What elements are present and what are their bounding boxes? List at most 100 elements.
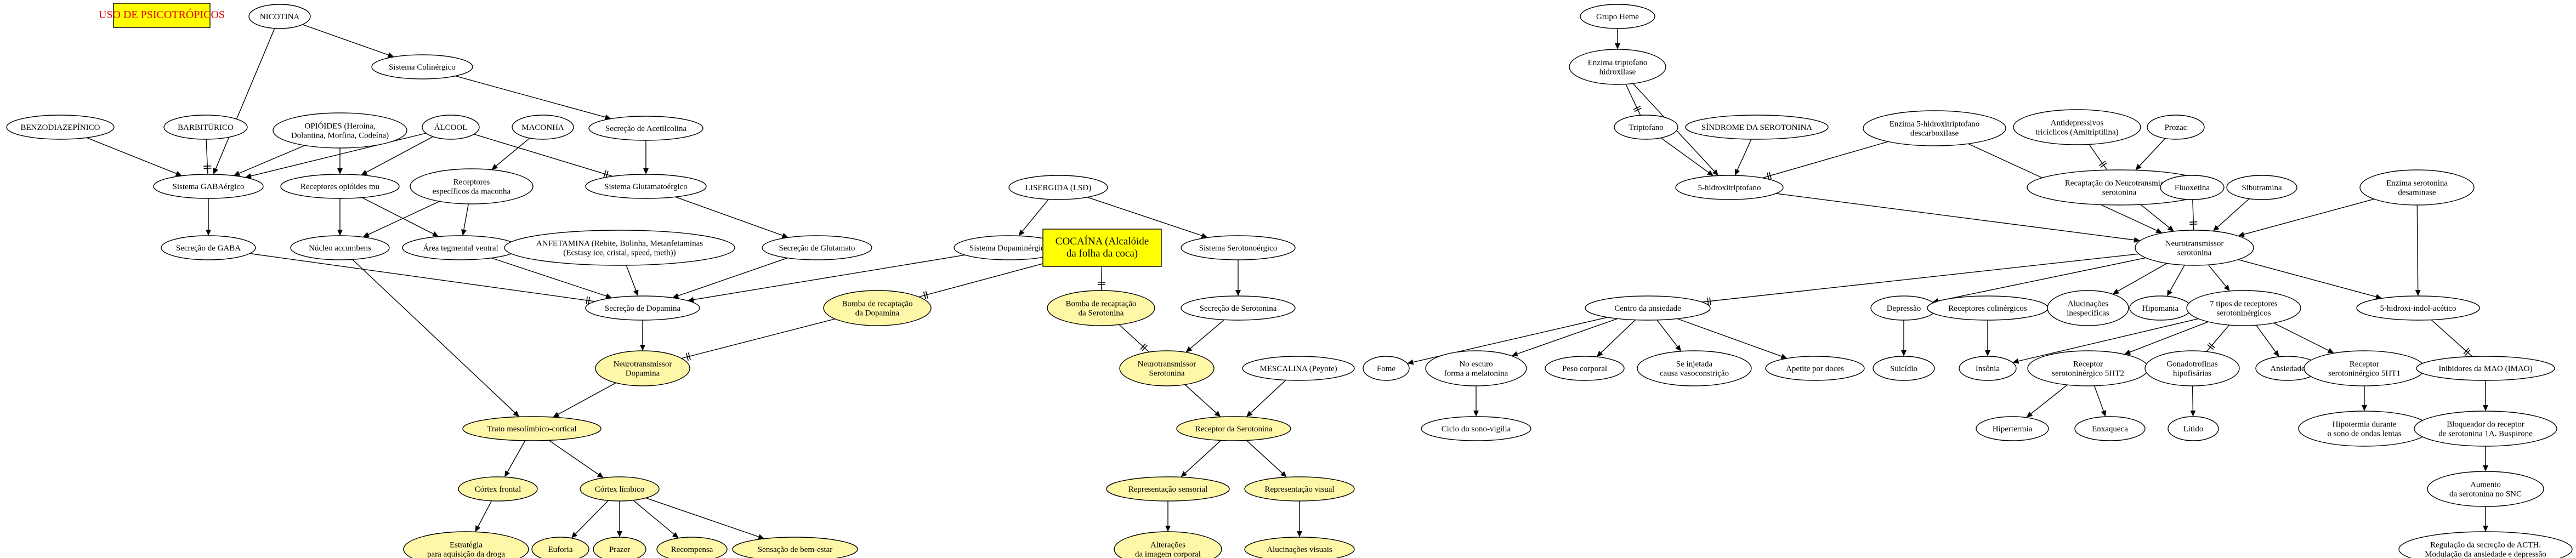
node-secrecao-gaba: Secreção de GABA	[161, 235, 256, 260]
node-suicidio: Suicídio	[1873, 356, 1935, 381]
node-label: MACONHA	[521, 123, 564, 132]
edge-nucleo-accumbens-to-trato-meso	[352, 259, 520, 417]
node-label: Sistema Dopaminérgico	[969, 244, 1048, 253]
node-alucinacoes-visuais: Alucinações visuais	[1244, 537, 1355, 558]
node-recompensa: Recompensa	[656, 537, 728, 558]
node-label: Sistema Serotonoérgico	[1199, 244, 1278, 253]
node-label: Secreção de Acetilcolina	[605, 124, 687, 133]
node-label: Inibidores da MAO (IMAO)	[2438, 365, 2532, 373]
node-label: da serotonina no SNC	[2449, 490, 2522, 499]
node-label: Hipomania	[2142, 304, 2179, 313]
node-label: Aumento	[2470, 481, 2501, 489]
edge-receptores-opioides-to-nucleo-accumbens	[337, 198, 343, 236]
edge-secrecao-acetilcolina-to-sis-glutamatoergico	[643, 140, 649, 174]
edge-trato-meso-to-cortex-frontal	[504, 440, 526, 477]
edge-sindrome-to-hidroxitriptofano	[1734, 139, 1752, 176]
node-label: Secreção de Dopamina	[605, 304, 681, 313]
edge-neuro-serotonina-to-hidroxi-indol	[2238, 259, 2382, 300]
edge-nicotina-to-sis-gabaergico	[213, 28, 275, 175]
edge-sete-tipos-to-ansiedade	[2256, 324, 2279, 357]
node-label: Sistema Colinérgico	[389, 63, 456, 72]
node-label: hipofisárias	[2173, 369, 2211, 378]
node-label: Recompensa	[671, 545, 713, 554]
node-hipertermia: Hipertermia	[1976, 416, 2049, 441]
edge-receptor-serotonina-to-rep-visual	[1246, 440, 1287, 477]
node-label: Receptor da Serotonina	[1195, 425, 1273, 434]
edge-secrecao-dopamina-to-neuro-dopamina	[640, 320, 645, 351]
node-euforia: Euforia	[531, 537, 589, 558]
edge-rep-visual-to-alucinacoes-visuais	[1297, 501, 1302, 537]
edge-cortex-limbico-to-prazer	[617, 501, 622, 537]
node-litido: Litido	[2168, 416, 2219, 441]
node-label: Litido	[2183, 425, 2204, 434]
node-label: Hipotermia durante	[2332, 420, 2396, 429]
nodes-layer: USO DE PSICOTRÓPICOS NICOTINA Sistema Coli…	[6, 3, 2573, 558]
node-inibidores-mao: Inibidores da MAO (IMAO)	[2416, 356, 2555, 381]
node-area-tegmental: Área tegmental ventral	[402, 235, 519, 260]
node-sis-serotonergico: Sistema Serotonoérgico	[1181, 235, 1296, 260]
node-label: Grupo Heme	[1596, 13, 1639, 21]
node-label: ÁLCOOL	[434, 123, 468, 132]
node-enxaqueca: Enxaqueca	[2074, 416, 2146, 441]
node-barbiturico: BARBITÚRICO	[163, 115, 248, 140]
edge-enzima-desaminase-to-neuro-serotonina	[2238, 198, 2375, 237]
edge-cortex-limbico-to-euforia	[571, 500, 609, 538]
edge-secrecao-serotonina-to-neuro-serotonina-y	[1185, 319, 1225, 352]
edge-sibutramina-to-neuro-serotonina	[2212, 198, 2250, 231]
node-label: Suicídio	[1890, 365, 1917, 373]
node-fome: Fome	[1363, 356, 1410, 381]
node-label: serotoninérgico 5HT1	[2328, 369, 2401, 378]
edge-aumento-to-regulacao	[2483, 506, 2488, 532]
edge-cocaina-to-bomba-dopamina	[918, 263, 1043, 299]
edge-bomba-serotonina-to-neuro-serotonina-y	[1119, 324, 1150, 352]
edge-trato-meso-to-cortex-limbico	[548, 440, 604, 478]
edge-sis-glutamatoergico-to-secrecao-glutamato	[675, 196, 788, 238]
edge-rep-sensorial-to-alteracoes	[1165, 501, 1171, 532]
node-label: Secreção de Serotonina	[1200, 304, 1277, 313]
node-label: tricíclicos (Amitriptilina)	[2035, 128, 2118, 137]
node-label: Neurotransmissor	[2165, 240, 2224, 248]
node-depressao: Depressão	[1870, 295, 1937, 321]
edge-cocaina-to-bomba-serotonina	[1097, 266, 1105, 291]
node-sis-gabaergico: Sistema GABAérgico	[153, 174, 264, 199]
edge-escuro-to-ciclo-sono	[1473, 386, 1479, 417]
node-label: Alucinações	[2068, 300, 2108, 309]
node-label: descarboxilase	[1910, 129, 1959, 138]
node-sis-glutamatoergico: Sistema Glutamatoérgico	[585, 174, 707, 199]
node-label: inespecíficas	[2067, 309, 2109, 318]
node-label: hidroxilase	[1599, 68, 1636, 77]
edge-sete-tipos-to-receptor-5ht1	[2273, 322, 2334, 354]
node-label: NICOTINA	[260, 13, 300, 21]
edge-anfetamina-to-secrecao-dopamina	[626, 265, 639, 297]
node-label: OPIÓIDES (Heroína,	[304, 122, 375, 131]
node-label: USO DE PSICOTRÓPICOS	[99, 8, 225, 21]
node-label: Ansiedade	[2270, 365, 2305, 373]
node-label: Receptores opióides mu	[300, 183, 380, 191]
node-label: Secreção de GABA	[176, 244, 241, 253]
node-secrecao-serotonina: Secreção de Serotonina	[1181, 295, 1296, 321]
node-sis-colinergico: Sistema Colinérgico	[371, 54, 473, 79]
edge-neuro-serotonina-to-alucinacoes-inesp	[2112, 263, 2168, 294]
node-label: Peso corporal	[1562, 365, 1607, 373]
edges-layer	[86, 24, 2488, 539]
node-label: Enzima triptofano	[1588, 59, 1648, 67]
edge-neuro-serotonina-to-sete-tipos	[2208, 264, 2230, 291]
node-sis-dopaminergico: Sistema Dopaminérgico	[954, 235, 1064, 260]
node-label: Neurotransmissor	[614, 360, 672, 369]
node-label: Enzima serotonina	[2386, 179, 2448, 188]
node-triptofano: Triptofano	[1614, 115, 1678, 140]
node-trato-meso: Trato mesolímbico-cortical	[462, 416, 602, 441]
node-bem-estar: Sensação de bem-estar	[732, 537, 858, 558]
node-label: Fome	[1377, 365, 1396, 373]
node-centro-ansiedade: Centro da ansiedade	[1585, 295, 1711, 321]
node-label: Receptores colinérgicos	[1948, 304, 2027, 313]
